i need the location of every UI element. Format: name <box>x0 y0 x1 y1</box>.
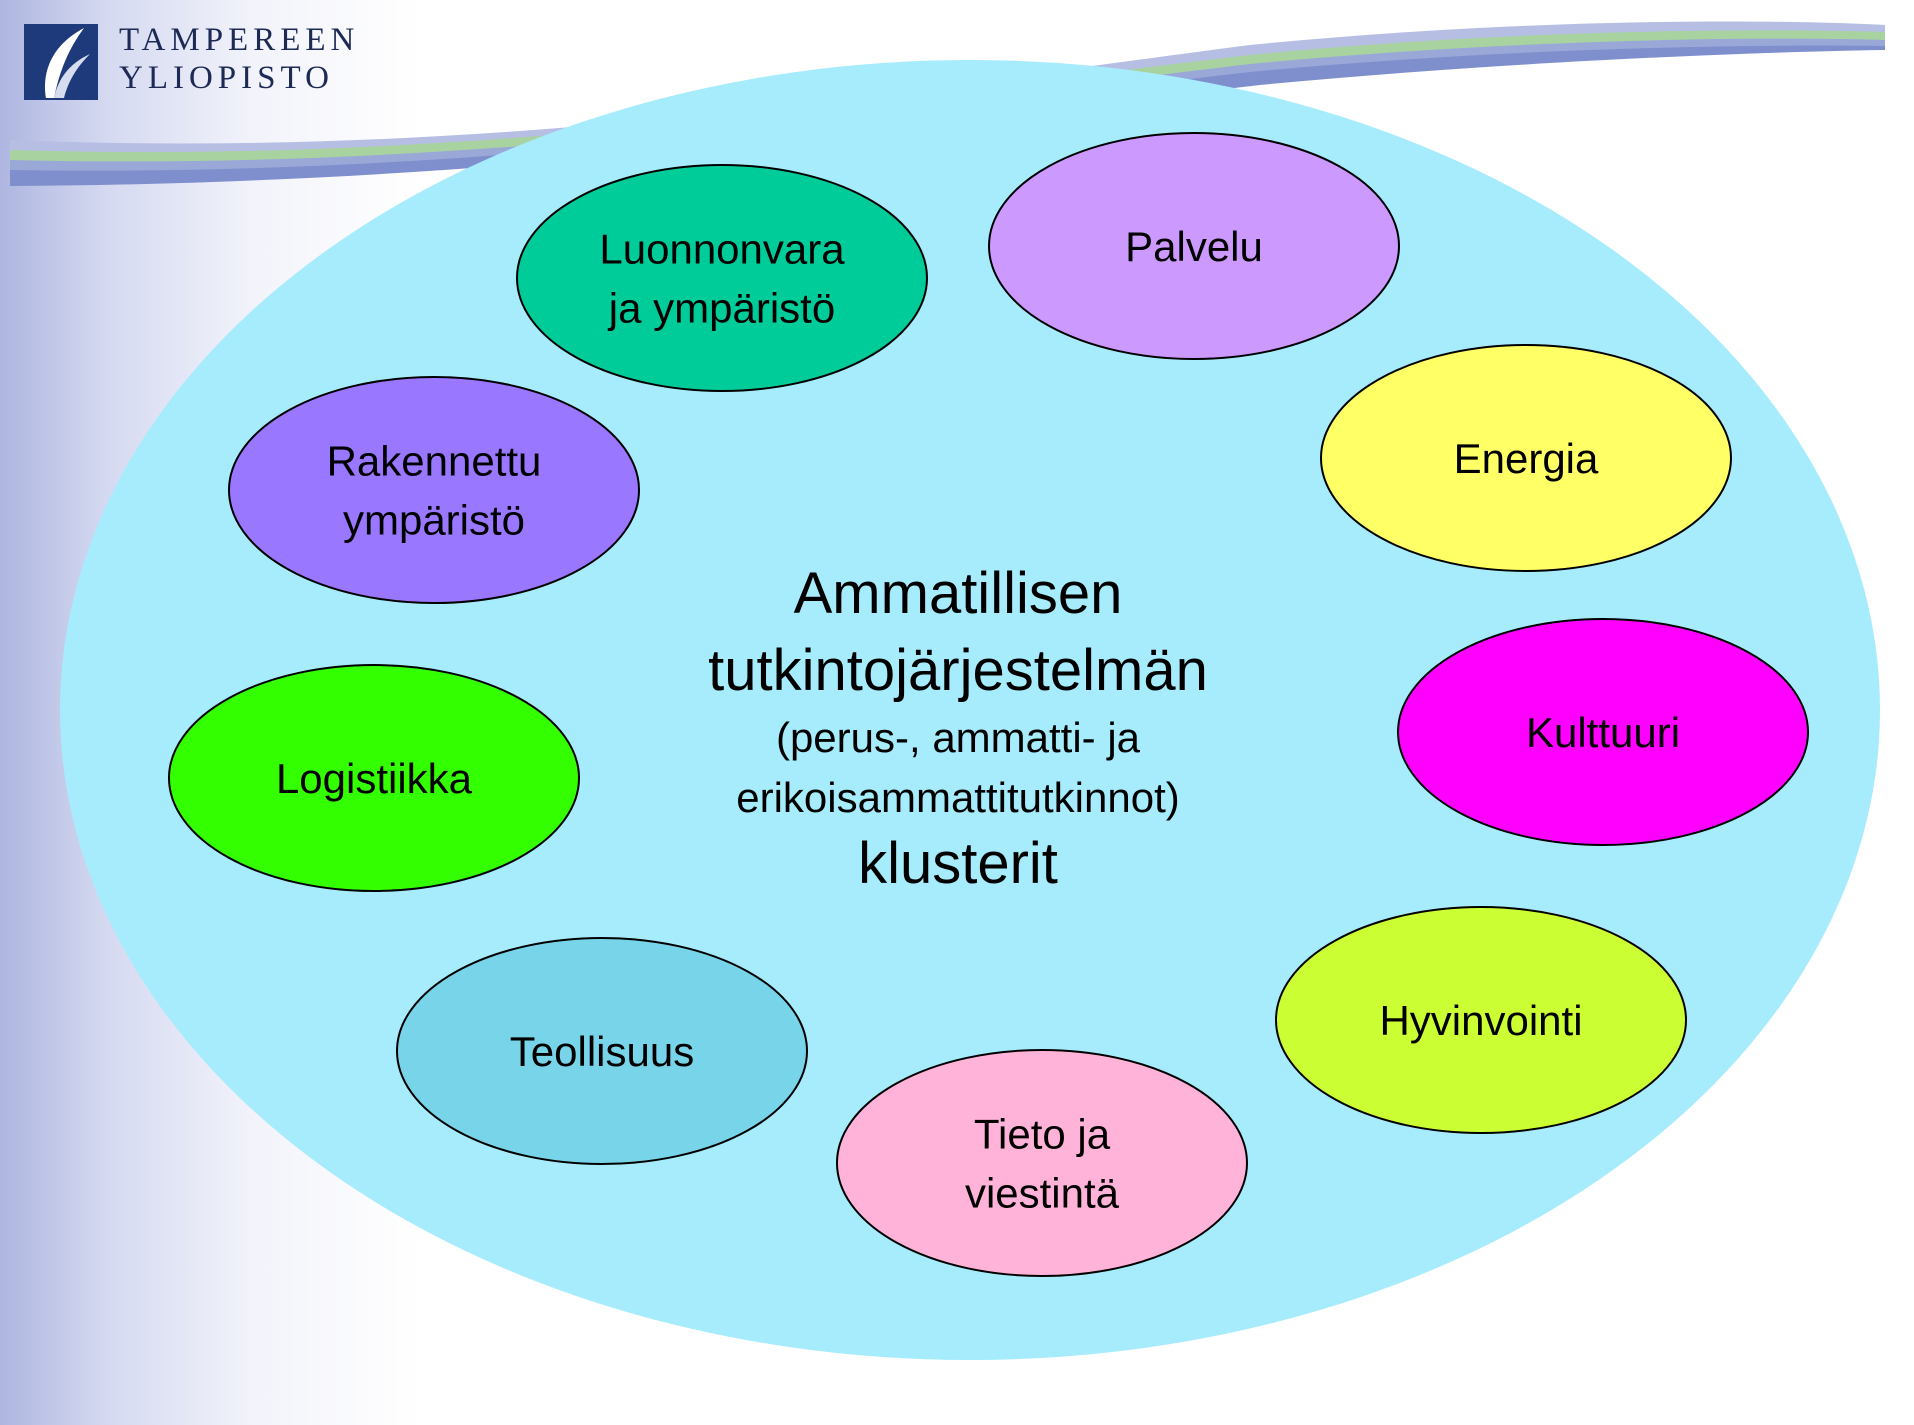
university-logo: TAMPEREEN YLIOPISTO <box>24 22 404 104</box>
cluster-energia: Energia <box>1320 344 1732 572</box>
cluster-ellipse-luonnonvara <box>516 164 928 392</box>
cluster-tieto: Tieto ja viestintä <box>836 1049 1248 1277</box>
cluster-ellipse-hyvinvointi <box>1275 906 1687 1134</box>
cluster-palvelu: Palvelu <box>988 132 1400 360</box>
center-title-line3: (perus-, ammatti- ja <box>776 714 1141 761</box>
cluster-ellipse-kulttuuri <box>1397 618 1809 846</box>
cluster-logistiikka: Logistiikka <box>168 664 580 892</box>
center-title-line2: tutkintojärjestelmän <box>708 638 1208 703</box>
cluster-ellipse-logistiikka <box>168 664 580 892</box>
cluster-ellipse-rakennettu <box>228 376 640 604</box>
cluster-label-luonnonvara: ja ympäristö <box>607 285 835 332</box>
center-title-line5: klusterit <box>858 831 1058 896</box>
cluster-teollisuus: Teollisuus <box>396 937 808 1165</box>
center-title-line1: Ammatillisen <box>794 561 1123 626</box>
cluster-ellipse-tieto <box>836 1049 1248 1277</box>
cluster-kulttuuri: Kulttuuri <box>1397 618 1809 846</box>
logo-text-line1: TAMPEREEN <box>119 22 360 58</box>
cluster-group: Luonnonvara ja ympäristö PalveluEnergiaKul… <box>168 132 1809 1277</box>
logo-text-line2: YLIOPISTO <box>119 60 334 96</box>
cluster-rakennettu: Rakennettu ympäristö <box>228 376 640 604</box>
cluster-label-rakennettu: Rakennettu <box>327 438 542 485</box>
cluster-label-kulttuuri: Kulttuuri <box>1526 709 1680 756</box>
cluster-luonnonvara: Luonnonvara ja ympäristö <box>516 164 928 392</box>
cluster-label-luonnonvara: Luonnonvara <box>599 226 845 273</box>
cluster-label-tieto: Tieto ja <box>974 1111 1111 1158</box>
cluster-label-rakennettu: ympäristö <box>343 497 525 544</box>
cluster-ellipse-teollisuus <box>396 937 808 1165</box>
cluster-label-hyvinvointi: Hyvinvointi <box>1379 997 1582 1044</box>
cluster-label-logistiikka: Logistiikka <box>276 755 473 802</box>
cluster-ellipse-palvelu <box>988 132 1400 360</box>
leaf-logo-icon <box>24 24 98 100</box>
center-title-line4: erikoisammattitutkinnot) <box>736 774 1179 821</box>
cluster-label-palvelu: Palvelu <box>1125 223 1263 270</box>
cluster-label-energia: Energia <box>1454 435 1599 482</box>
cluster-label-tieto: viestintä <box>965 1170 1120 1217</box>
cluster-hyvinvointi: Hyvinvointi <box>1275 906 1687 1134</box>
cluster-ellipse-energia <box>1320 344 1732 572</box>
cluster-label-teollisuus: Teollisuus <box>510 1028 694 1075</box>
